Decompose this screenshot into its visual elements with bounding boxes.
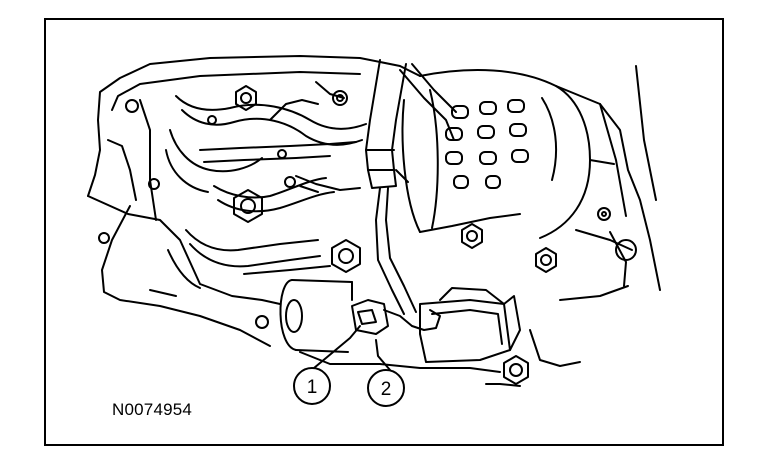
- bolt-icon: [503, 355, 529, 385]
- sensor-module: [411, 287, 521, 363]
- lower-pan-edge: [299, 329, 581, 387]
- bolt-icon: [535, 247, 557, 273]
- figure-id-label: N0074954: [112, 400, 193, 419]
- callout-1: 1: [293, 367, 331, 405]
- callout-2-number: 2: [381, 379, 392, 400]
- bolt-icon: [597, 207, 611, 221]
- callout-leaders: [313, 325, 391, 371]
- filter-housing: [401, 65, 661, 301]
- callout-2: 2: [367, 369, 405, 407]
- bolt-icon: [461, 223, 483, 249]
- bolt-icon: [235, 85, 257, 111]
- housing-bolts: [233, 85, 611, 385]
- bolt-icon: [332, 90, 348, 106]
- wiring-harness: [295, 59, 457, 315]
- callout-1-number: 1: [307, 377, 318, 398]
- housing-slots: [445, 99, 529, 189]
- bolt-icon: [233, 189, 263, 223]
- bolt-icon: [331, 239, 361, 273]
